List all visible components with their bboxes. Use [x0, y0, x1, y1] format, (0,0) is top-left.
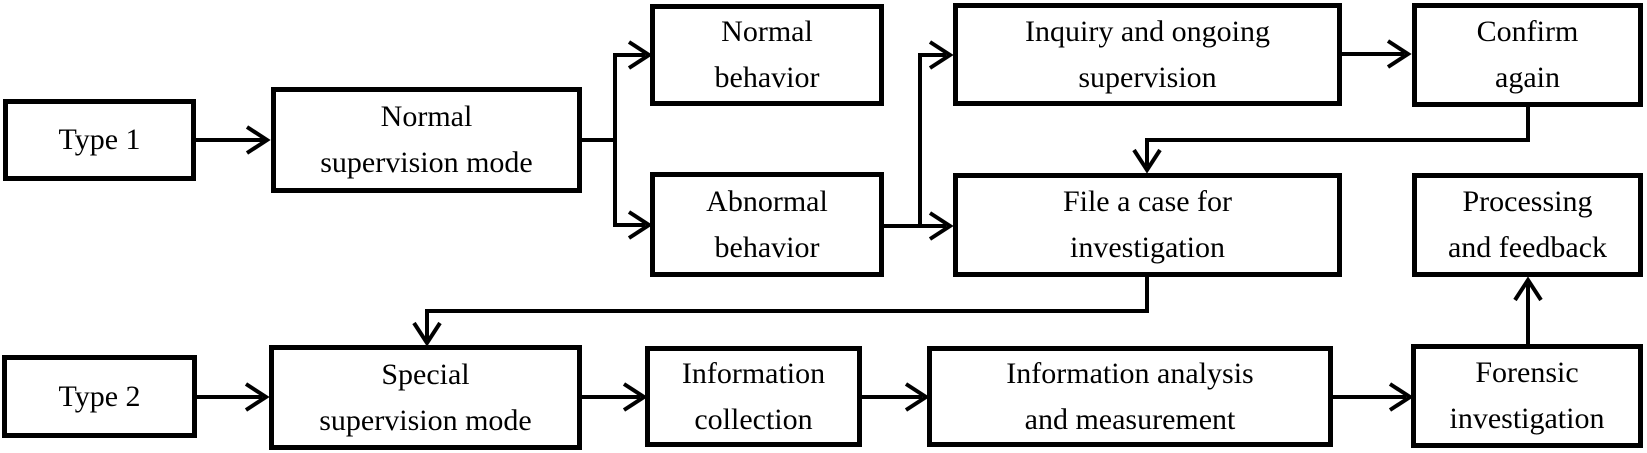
- node-label-line: Abnormal: [706, 184, 828, 218]
- edge-normal-supervision-mode-to-abnormal-behavior: [613, 138, 653, 240]
- node-information-collection: Information collection: [645, 346, 862, 447]
- node-forensic-investigation: Forensic investigation: [1411, 344, 1643, 448]
- node-label-line: investigation: [1449, 402, 1605, 435]
- node-label-line: behavior: [714, 61, 820, 94]
- arrowhead-icon: [1513, 276, 1543, 302]
- edge-line: [918, 53, 946, 224]
- edge-information-analysis-measurement-to-forensic-investigation: [1333, 382, 1414, 412]
- edge-line: [1145, 107, 1530, 166]
- edge-abnormal-behavior-to-file-case-investigation: [884, 211, 954, 241]
- arrowhead-icon: [904, 382, 930, 412]
- node-special-supervision-mode: Special supervision mode: [269, 345, 582, 450]
- node-label-line: Type 1: [58, 123, 141, 156]
- arrowhead-icon: [244, 382, 270, 412]
- node-label-line: behavior: [714, 230, 820, 264]
- node-label-line: Information: [681, 356, 826, 390]
- node-label-line: Forensic: [1475, 356, 1579, 389]
- arrowhead-icon: [245, 125, 271, 155]
- arrowhead-icon: [627, 40, 653, 70]
- node-type-1: Type 1: [3, 99, 196, 181]
- arrowhead-icon: [928, 40, 954, 70]
- edge-special-supervision-mode-to-information-collection: [582, 382, 648, 412]
- node-label-line: and feedback: [1447, 231, 1608, 264]
- arrowhead-icon: [1386, 39, 1412, 69]
- edge-file-case-investigation-to-special-supervision-mode: [412, 277, 1149, 347]
- edge-line: [582, 53, 645, 142]
- node-label-line: investigation: [1070, 231, 1225, 264]
- edge-type-2-to-special-supervision-mode: [197, 382, 270, 412]
- node-inquiry-ongoing-supervision: Inquiry and ongoing supervision: [953, 3, 1342, 106]
- node-label-line: supervision mode: [319, 403, 532, 437]
- node-type-2: Type 2: [2, 355, 197, 438]
- node-label-line: Confirm: [1476, 15, 1579, 48]
- node-file-case-investigation: File a case for investigation: [953, 173, 1342, 277]
- arrowhead-icon: [1388, 382, 1414, 412]
- edge-confirm-again-to-file-case-investigation: [1132, 107, 1530, 174]
- arrowhead-icon: [627, 210, 653, 240]
- node-label-line: and measurement: [1024, 402, 1236, 436]
- node-label-line: Information analysis: [1006, 356, 1254, 390]
- edge-line: [613, 138, 645, 227]
- node-processing-feedback: Processing and feedback: [1412, 173, 1643, 277]
- node-abnormal-behavior: Abnormal behavior: [650, 172, 884, 277]
- node-confirm-again: Confirm again: [1412, 3, 1643, 107]
- node-label-line: Normal: [721, 15, 813, 48]
- edge-type-1-to-normal-supervision-mode: [196, 125, 271, 155]
- node-information-analysis-measurement: Information analysis and measurement: [927, 346, 1333, 447]
- node-label-line: Special: [381, 357, 470, 391]
- node-label-line: again: [1495, 61, 1560, 94]
- arrowhead-icon: [622, 382, 648, 412]
- arrowhead-icon: [1132, 148, 1162, 174]
- arrowhead-icon: [928, 211, 954, 241]
- node-label-line: collection: [694, 402, 813, 436]
- node-label-line: File a case for: [1062, 185, 1233, 218]
- node-normal-supervision-mode: Normal supervision mode: [271, 87, 582, 193]
- node-label-line: Type 2: [58, 379, 141, 413]
- edge-normal-supervision-mode-to-normal-behavior: [582, 40, 653, 142]
- edge-forensic-investigation-to-processing-feedback: [1513, 276, 1543, 344]
- node-label-line: supervision: [1078, 60, 1217, 94]
- node-label-line: Normal: [380, 100, 473, 133]
- node-normal-behavior: Normal behavior: [650, 4, 884, 106]
- node-label-line: Inquiry and ongoing: [1025, 14, 1270, 48]
- edge-information-collection-to-information-analysis-measurement: [862, 382, 930, 412]
- edge-abnormal-behavior-to-inquiry-ongoing-supervision: [918, 40, 954, 224]
- edge-line: [425, 277, 1149, 339]
- node-label-line: Processing: [1462, 185, 1593, 218]
- node-label-line: supervision mode: [320, 146, 533, 179]
- arrowhead-icon: [412, 321, 442, 347]
- edge-inquiry-ongoing-supervision-to-confirm-again: [1342, 39, 1412, 69]
